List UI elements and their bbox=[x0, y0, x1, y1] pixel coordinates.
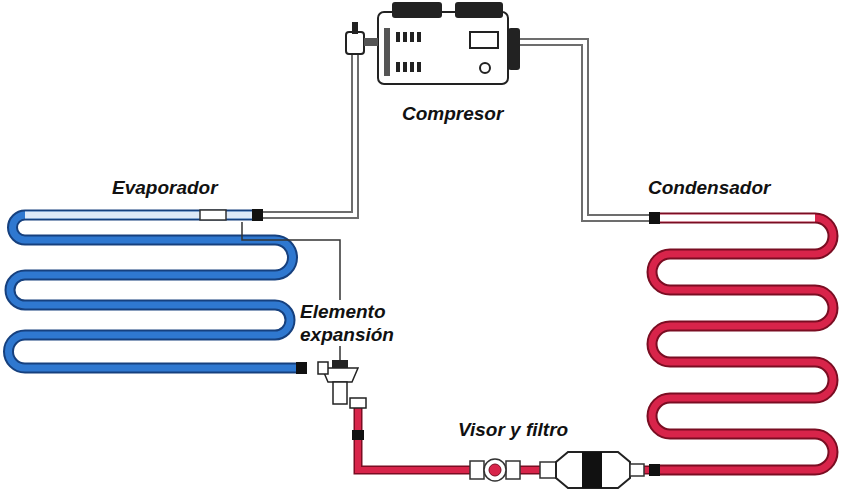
expansion-valve-drawing bbox=[318, 360, 366, 408]
coil-tube-inner bbox=[9, 215, 301, 368]
component-label: Elemento expansión bbox=[298, 300, 424, 346]
coil-tube-light bbox=[655, 215, 815, 222]
component-label: Condensador bbox=[648, 176, 770, 199]
pipe-joint bbox=[352, 430, 364, 440]
component-label: Evaporador bbox=[112, 176, 218, 199]
sight-glass-drawing bbox=[470, 459, 520, 481]
coil-tube bbox=[652, 218, 833, 470]
coil-tube bbox=[9, 215, 301, 368]
pipe-joint bbox=[252, 209, 263, 221]
discharge-pipe bbox=[515, 42, 655, 218]
pipe-joint bbox=[649, 464, 660, 476]
coil-tube-inner bbox=[652, 218, 833, 470]
discharge-pipe-inner bbox=[515, 42, 655, 218]
component-label: Visor y filtro bbox=[458, 418, 568, 441]
coils bbox=[9, 215, 834, 470]
component-label: Compresor bbox=[402, 102, 503, 125]
filter-drawing bbox=[540, 452, 644, 488]
pipe-joint bbox=[296, 362, 307, 374]
compressor-drawing bbox=[346, 2, 520, 84]
suction-pipe-inner bbox=[258, 52, 355, 215]
suction-pipe bbox=[258, 52, 355, 215]
sensor-bulb bbox=[200, 210, 226, 220]
pipe-joint bbox=[649, 212, 660, 224]
